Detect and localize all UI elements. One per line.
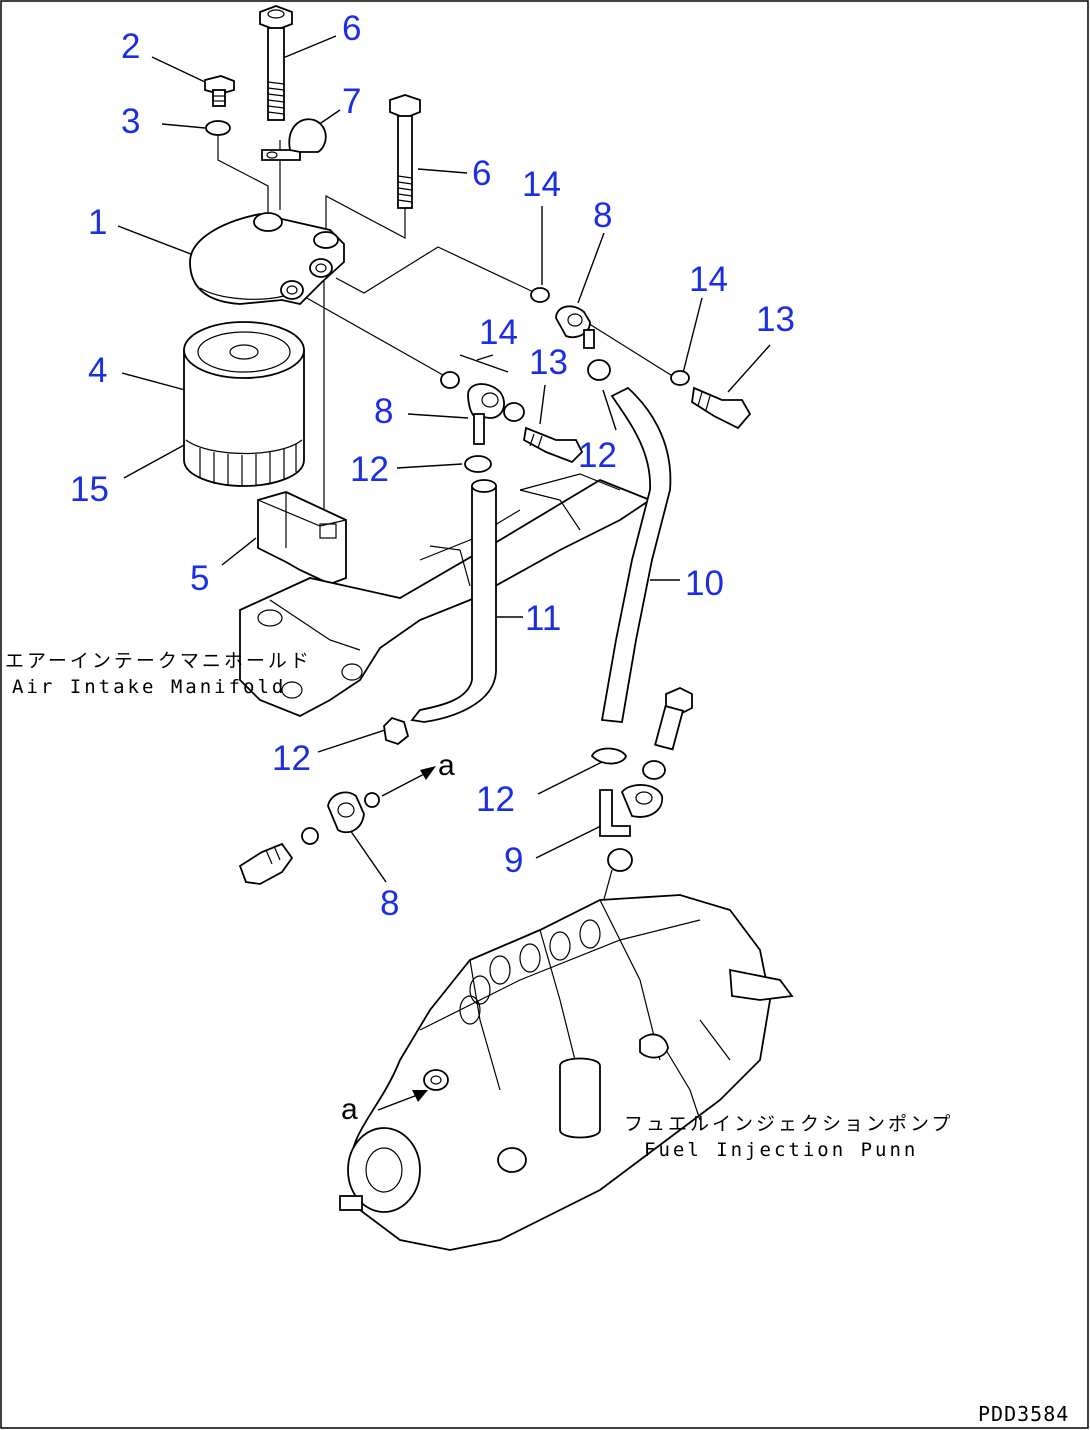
callout-4: 4	[88, 351, 107, 390]
callout-3: 3	[121, 102, 140, 141]
reference-arrow-pump-icon	[377, 1090, 428, 1111]
callout-6-top: 6	[342, 9, 361, 48]
callout-15: 15	[70, 470, 109, 509]
banjo-fitting-8-upper-icon	[555, 305, 595, 349]
callout-1: 1	[88, 203, 107, 242]
callout-7: 7	[342, 82, 361, 121]
reference-arrow-a-icon	[381, 766, 436, 797]
callout-11: 11	[525, 599, 561, 638]
callout-8-center: 8	[374, 392, 393, 431]
callout-6-right: 6	[472, 154, 491, 193]
callout-13-center: 13	[529, 343, 568, 382]
washer-9-lower-icon	[607, 848, 633, 872]
pump-label-en: Fuel Injection Punn	[644, 1139, 918, 1161]
hose-clip-12-lower-right-icon	[590, 747, 627, 765]
banjo-bolt-13-center-icon	[523, 426, 584, 464]
hose-11-icon	[410, 485, 497, 723]
hose-10-icon	[600, 386, 672, 723]
drawing-code: PDD3584	[978, 1402, 1069, 1426]
banjo-fitting-8-lower-icon	[301, 791, 380, 845]
washer-9-upper-icon	[642, 760, 666, 780]
filter-cartridge-4-icon	[183, 321, 305, 487]
bolt-2-icon	[204, 75, 235, 107]
washer-14-upper-icon	[530, 287, 550, 303]
connector-9-icon	[599, 784, 663, 837]
filter-head-1-icon	[189, 212, 345, 305]
callout-12-lower-right: 12	[476, 780, 515, 819]
hose-clip-12-lower-left-icon	[383, 716, 410, 746]
callout-5: 5	[190, 559, 209, 598]
callout-10: 10	[685, 564, 724, 603]
leader-lines	[117, 35, 771, 1167]
callout-14-center: 14	[479, 313, 518, 352]
clamp-7-icon	[261, 118, 327, 161]
callout-9: 9	[504, 841, 523, 880]
callout-12-lower-left: 12	[272, 739, 311, 778]
callout-12-upper: 12	[578, 436, 617, 475]
banjo-bolt-8-lower-icon	[238, 842, 294, 885]
pump-label-jp: フュエルインジェクションポンプ	[624, 1113, 953, 1135]
reference-a-arrow: a	[438, 749, 455, 782]
callout-8-lower: 8	[380, 884, 399, 923]
callout-13-right: 13	[756, 300, 795, 339]
washer-14-right-icon	[670, 370, 690, 386]
callout-8-top: 8	[593, 196, 612, 235]
callout-2: 2	[121, 27, 140, 66]
bolt-9-upper-icon	[654, 687, 693, 751]
hose-clip-12-center-icon	[464, 455, 492, 473]
bracket-5-icon	[257, 491, 347, 585]
washer-14-left-icon	[440, 371, 460, 389]
long-bolt-6-left-icon	[259, 5, 293, 121]
washer-3-icon	[205, 120, 231, 136]
reference-a-pump: a	[341, 1093, 358, 1126]
banjo-fitting-8-center-icon	[467, 383, 505, 445]
callout-12-center: 12	[350, 450, 389, 489]
banjo-bolt-13-right-icon	[691, 386, 752, 430]
hose-clip-12-upper-icon	[587, 359, 611, 381]
hose-11-end-icon	[471, 479, 497, 493]
intake-manifold-icon	[239, 473, 652, 717]
callout-14-right: 14	[689, 260, 728, 299]
manifold-label-jp: エアーインテークマニホールド	[5, 650, 312, 672]
manifold-label-en: Air Intake Manifold	[12, 676, 286, 698]
long-bolt-6-right-icon	[389, 94, 421, 209]
washer-14-mid-icon	[503, 402, 525, 422]
callout-numbers: 2 6 3 7 6 1 14 8 14 13 4 14 13 8 12 12 1…	[70, 9, 795, 923]
fuel-injection-pump-icon	[339, 894, 794, 1251]
callout-14-top: 14	[522, 165, 561, 204]
